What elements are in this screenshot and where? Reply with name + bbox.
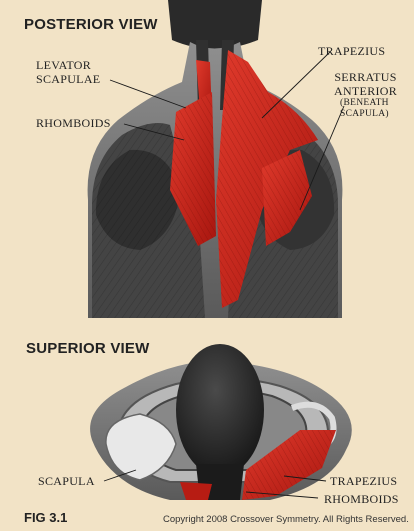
serratus-note: (BENEATH SCAPULA) (340, 98, 389, 120)
serratus-note-line2: SCAPULA) (340, 109, 389, 120)
posterior-back-drawing (88, 0, 343, 318)
levator-scapulae-label: LEVATOR SCAPULAE (36, 58, 100, 86)
levator-label-line1: LEVATOR (36, 58, 100, 72)
serratus-anterior-label: SERRATUS ANTERIOR (334, 70, 397, 98)
trapezius-superior-label: TRAPEZIUS (330, 474, 397, 488)
serratus-note-line1: (BENEATH (340, 98, 389, 109)
posterior-view-heading: POSTERIOR VIEW (24, 16, 158, 33)
figure-number: FIG 3.1 (24, 510, 67, 525)
superior-view-heading: SUPERIOR VIEW (26, 340, 149, 357)
head-back (168, 0, 262, 49)
head-top (176, 344, 264, 476)
copyright-notice: Copyright 2008 Crossover Symmetry. All R… (163, 514, 409, 525)
levator-label-line2: SCAPULAE (36, 72, 100, 86)
rhomboids-label: RHOMBOIDS (36, 116, 111, 130)
superior-top-drawing (90, 344, 352, 500)
rhomboids-superior-label: RHOMBOIDS (324, 492, 399, 506)
serratus-label-line2: ANTERIOR (334, 84, 397, 98)
serratus-label-line1: SERRATUS (334, 70, 397, 84)
trapezius-label: TRAPEZIUS (318, 44, 385, 58)
scapula-label: SCAPULA (38, 474, 95, 488)
